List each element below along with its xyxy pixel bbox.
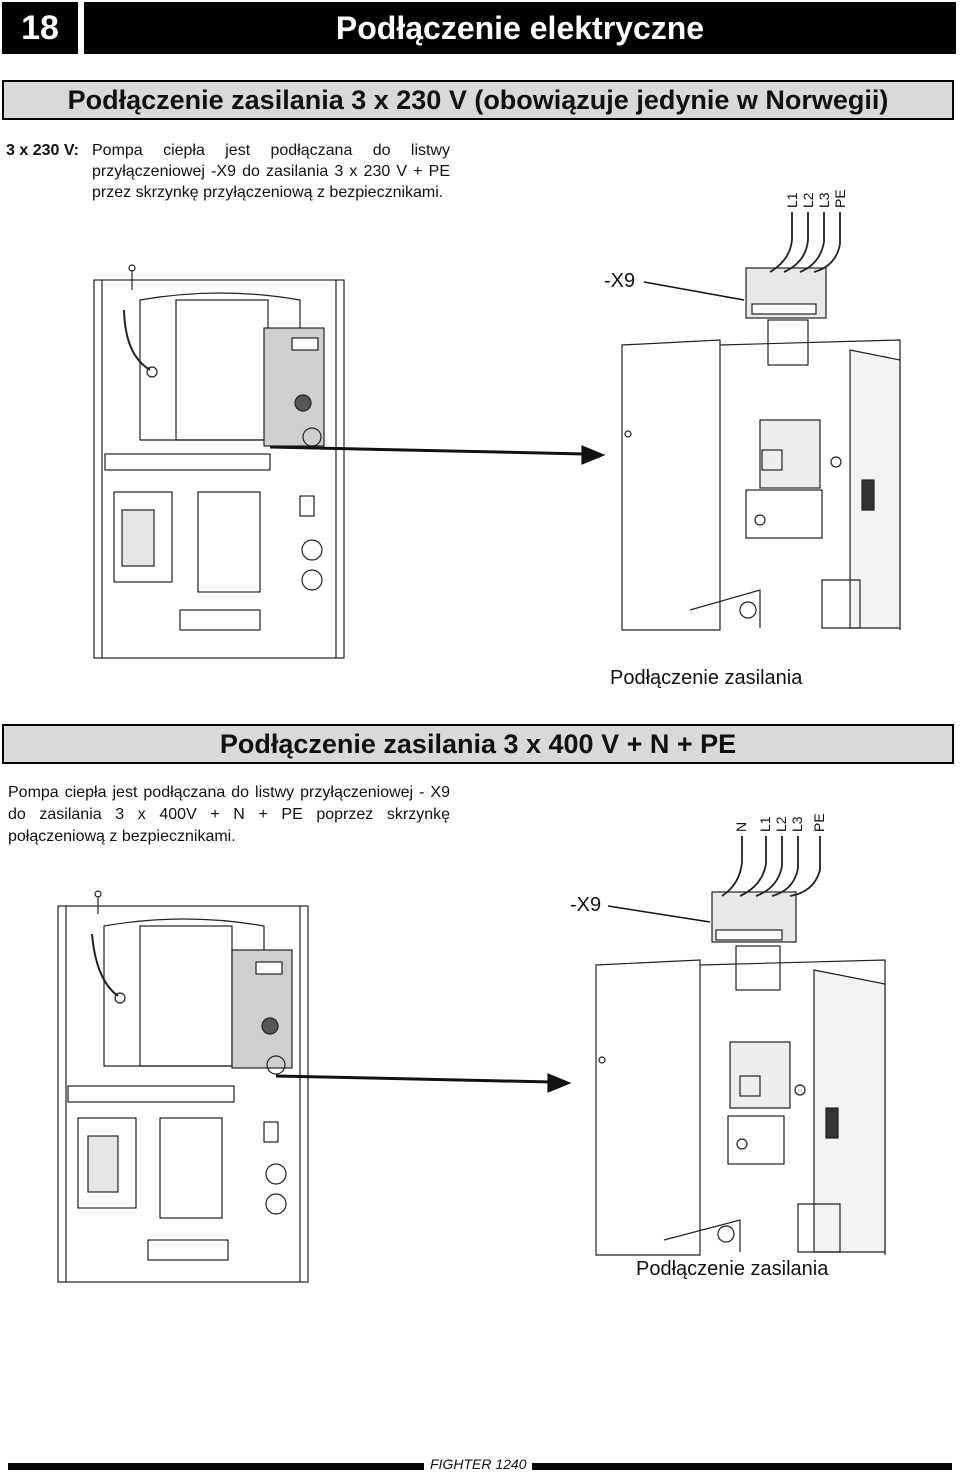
wire-label-n: N [733,822,749,832]
heat-pump-cabinet [93,264,345,659]
terminal-panel-detail [595,891,886,1256]
diagram2-caption: Podłączenie zasilania [636,1258,829,1280]
wire-label-pe: PE [832,189,848,208]
voltage-label: 3 x 230 V: [6,142,79,159]
section-title-230v: Podłączenie zasilania 3 x 230 V (obowiąz… [2,80,954,120]
footer-model-label: FIGHTER 1240 [424,1456,533,1472]
wire-label-l3: L3 [789,816,805,832]
heat-pump-cabinet [57,890,309,1283]
wire-label-l2: L2 [773,816,789,832]
supply-wires [769,212,841,273]
wiring-diagram-230v: L1 L2 L3 PE -X9 [93,189,901,659]
terminal-panel-detail [621,267,901,631]
wire-label-l1: L1 [757,816,773,832]
section1-description: Pompa ciepła jest podłączana do listwy p… [92,142,450,201]
diagram1-caption: Podłączenie zasilania [610,667,803,689]
connection-arrow [275,1073,572,1093]
wire-label-l3: L3 [816,192,832,208]
section-title-400v: Podłączenie zasilania 3 x 400 V + N + PE [2,724,954,764]
page-title: Podłączenie elektryczne [84,2,956,54]
wire-label-pe: PE [811,813,827,832]
wiring-diagram-400v: N L1 L2 L3 PE -X9 [57,813,886,1283]
wire-label-l1: L1 [784,192,800,208]
supply-wires [721,836,821,897]
terminal-label-x9: -X9 [604,270,635,292]
terminal-label-x9: -X9 [570,894,601,916]
page-number: 18 [2,2,78,54]
wire-label-l2: L2 [800,192,816,208]
connection-arrow [269,445,606,465]
section2-description: Pompa ciepła jest podłączana do listwy p… [8,784,450,845]
